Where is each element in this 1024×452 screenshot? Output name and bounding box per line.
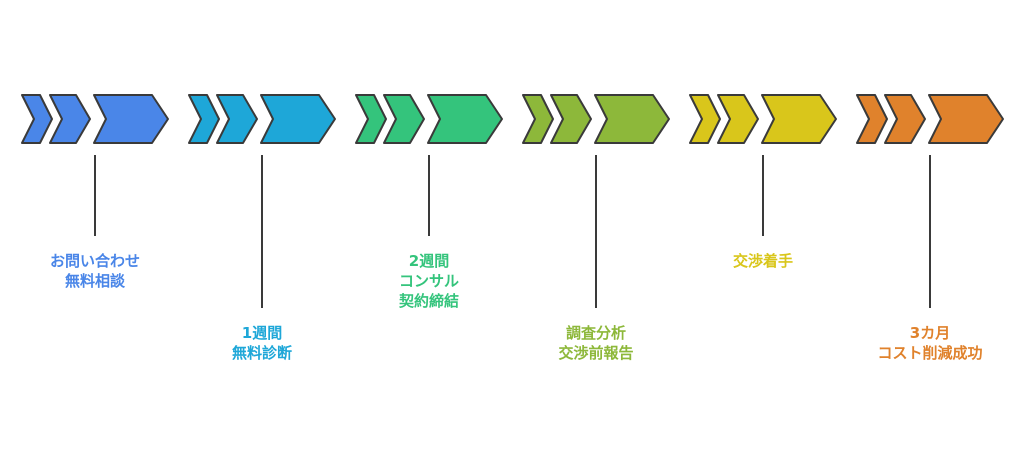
- step-5-label: 交渉着手: [733, 251, 793, 271]
- step-3-chevron-3: [427, 94, 503, 144]
- step-4-chevron-2: [550, 94, 592, 144]
- step-6-chevron-3: [928, 94, 1004, 144]
- step-3-label-line: コンサル: [398, 272, 460, 290]
- step-2-label-line: 1週間: [241, 324, 283, 342]
- step-6-label-line: 3カ月: [909, 324, 951, 342]
- step-3-chevron-2: [383, 94, 425, 144]
- step-3-chevrons: [355, 94, 503, 144]
- step-2-chevron-2: [216, 94, 258, 144]
- step-3-chevron-1: [355, 94, 387, 144]
- step-6-label-line: コスト削減成功: [877, 344, 983, 362]
- step-5-chevrons: [689, 94, 837, 144]
- step-1-label: お問い合わせ無料相談: [50, 251, 140, 291]
- step-1-chevron-3: [93, 94, 169, 144]
- step-4-chevrons: [522, 94, 670, 144]
- step-5-chevron-2: [717, 94, 759, 144]
- step-6-chevrons: [856, 94, 1004, 144]
- step-1-chevron-1: [21, 94, 53, 144]
- step-4-label: 調査分析交渉前報告: [558, 323, 633, 363]
- step-1-chevron-2: [49, 94, 91, 144]
- step-6-chevron-2: [884, 94, 926, 144]
- step-6-chevron-1: [856, 94, 888, 144]
- step-4-label-line: 交渉前報告: [558, 344, 634, 362]
- step-2-chevron-3: [260, 94, 336, 144]
- step-3-label-line: 2週間: [408, 252, 450, 270]
- step-1-label-line: 無料相談: [64, 272, 126, 290]
- step-6-label: 3カ月コスト削減成功: [877, 323, 982, 363]
- step-5-chevron-3: [761, 94, 837, 144]
- step-5-chevron-1: [689, 94, 721, 144]
- step-4-label-line: 調査分析: [565, 324, 627, 342]
- step-2-label: 1週間無料診断: [232, 323, 292, 363]
- step-2-chevrons: [188, 94, 336, 144]
- step-1-chevrons: [21, 94, 169, 144]
- step-2-label-line: 無料診断: [231, 344, 293, 362]
- step-3-label-line: 契約締結: [398, 292, 460, 310]
- step-4-chevron-3: [594, 94, 670, 144]
- step-5-label-line: 交渉着手: [732, 252, 794, 270]
- step-4-chevron-1: [522, 94, 554, 144]
- step-3-label: 2週間コンサル契約締結: [399, 251, 459, 311]
- step-2-chevron-1: [188, 94, 220, 144]
- step-1-label-line: お問い合わせ: [49, 252, 141, 270]
